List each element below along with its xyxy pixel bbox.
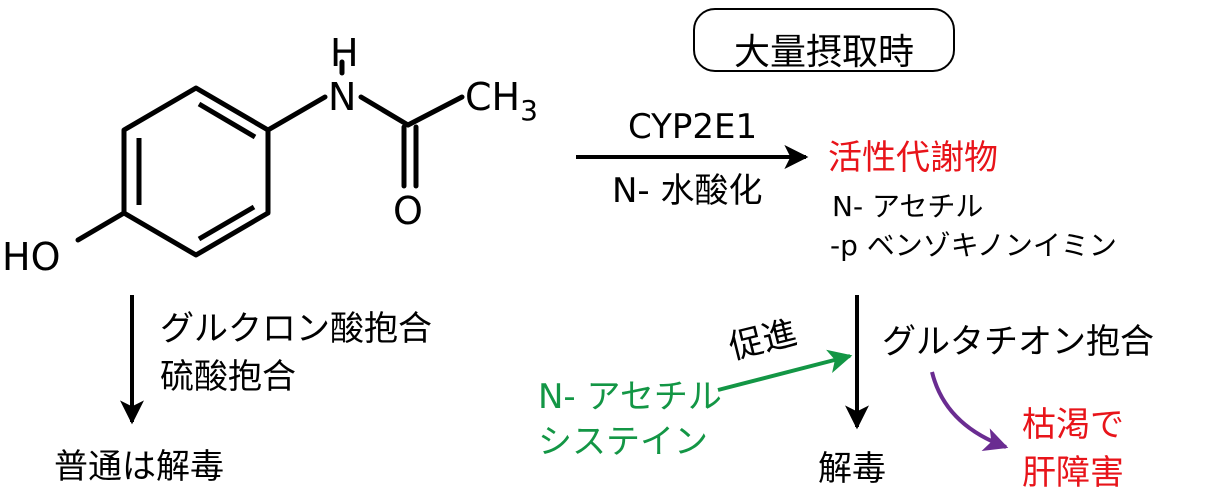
- antidote-name-line1: N- アセチル: [538, 377, 722, 417]
- group-ch3-subscript: 3: [520, 94, 538, 127]
- reaction-label: N- 水酸化: [612, 171, 763, 211]
- benzene-ring: [121, 85, 271, 258]
- metabolite-name-line2: -p ベンゾキノンイミン: [830, 229, 1117, 262]
- atom-n: N: [328, 75, 357, 119]
- normal-detox-label: 普通は解毒: [54, 447, 224, 487]
- group-ch3: CH3: [465, 75, 538, 125]
- depletion-label-line2: 肝障害: [1022, 453, 1124, 493]
- overdose-badge-label: 大量摂取時: [733, 32, 914, 73]
- antidote-name-line2: システイン: [538, 422, 708, 462]
- depletion-arrow: [930, 371, 1009, 451]
- group-ch3-main: CH: [465, 75, 521, 119]
- depletion-label-line1: 枯渇で: [1022, 405, 1124, 445]
- molecule-bonds: [75, 59, 465, 243]
- group-ho: HO: [2, 235, 61, 279]
- overdose-detox-label: 解毒: [818, 449, 886, 489]
- glucuronidation-label: グルクロン酸抱合: [160, 309, 432, 349]
- antidote-arrow: [717, 349, 853, 392]
- overdose-badge: 大量摂取時: [693, 8, 955, 73]
- atom-h: H: [330, 31, 359, 75]
- sulfation-label: 硫酸抱合: [160, 357, 296, 397]
- metabolite-name-line1: N- アセチル: [832, 190, 984, 223]
- atom-o: O: [393, 189, 423, 233]
- glutathione-conjugation-label: グルタチオン抱合: [882, 322, 1154, 362]
- active-metabolite-label: 活性代謝物: [828, 138, 998, 178]
- enzyme-label: CYP2E1: [628, 107, 758, 147]
